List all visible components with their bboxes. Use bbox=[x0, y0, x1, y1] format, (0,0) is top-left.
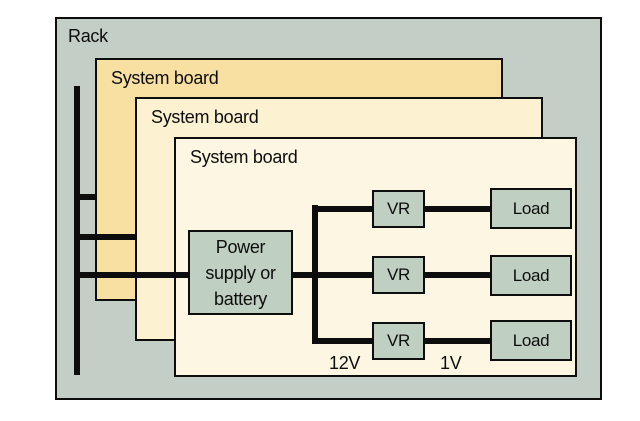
supply-output-line bbox=[293, 272, 318, 278]
branch-line-top bbox=[312, 206, 372, 212]
vr-box-3: VR bbox=[372, 322, 425, 360]
power-supply-label-line3: battery bbox=[214, 288, 267, 309]
load-box-3: Load bbox=[490, 320, 572, 361]
power-stub-board-2 bbox=[74, 234, 137, 240]
power-feed-line-to-supply bbox=[74, 272, 188, 278]
branch-line-bottom bbox=[312, 338, 372, 344]
load-box-2: Load bbox=[490, 255, 572, 296]
vr-to-load-line-middle bbox=[425, 272, 490, 278]
voltage-label-1v: 1V bbox=[440, 353, 462, 373]
power-supply-label-line2: supply or bbox=[205, 262, 276, 283]
system-board-1-label: System board bbox=[111, 68, 219, 88]
voltage-label-12v: 12V bbox=[329, 353, 361, 373]
load-box-1: Load bbox=[490, 188, 572, 229]
vr-box-1-label: VR bbox=[386, 199, 411, 218]
vr-box-1: VR bbox=[372, 190, 425, 228]
load-box-2-label: Load bbox=[512, 265, 550, 285]
system-board-3-label: System board bbox=[190, 147, 298, 167]
power-supply-label-line1: Power bbox=[215, 236, 266, 257]
load-box-1-label: Load bbox=[512, 198, 550, 218]
system-board-2-label: System board bbox=[151, 107, 259, 127]
vr-box-2: VR bbox=[372, 256, 425, 294]
vr-to-load-line-bottom bbox=[425, 338, 490, 344]
vr-box-2-label: VR bbox=[386, 265, 411, 284]
rack-label: Rack bbox=[68, 26, 108, 46]
vr-to-load-line-top bbox=[425, 206, 490, 212]
power-supply-box: Power supply or battery bbox=[188, 230, 293, 315]
power-stub-board-1 bbox=[74, 194, 97, 200]
load-box-3-label: Load bbox=[512, 330, 550, 350]
vr-box-3-label: VR bbox=[386, 331, 411, 350]
branch-line-middle bbox=[312, 272, 372, 278]
rack-power-bus-bar bbox=[74, 86, 80, 375]
